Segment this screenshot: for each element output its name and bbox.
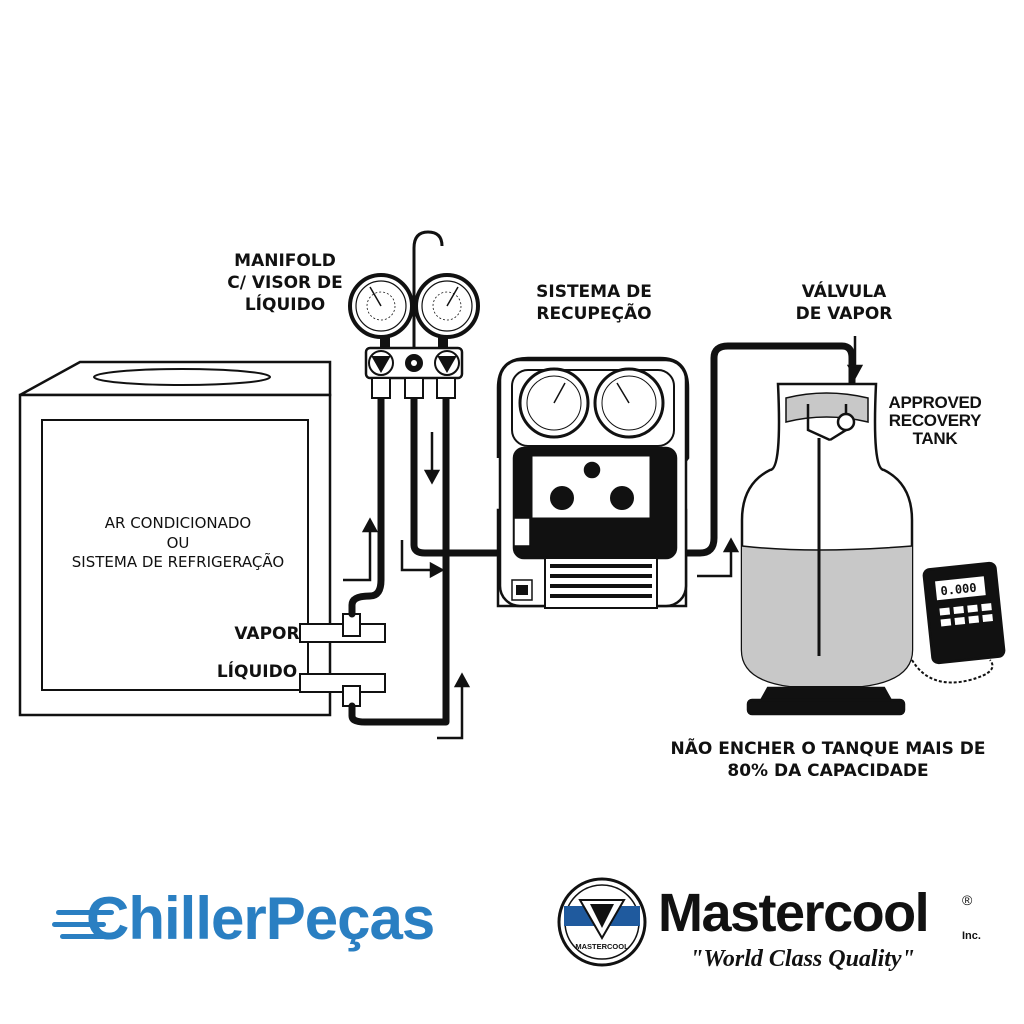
vapor-valve-label-line-2: DE VAPOR: [795, 304, 893, 325]
fill-warning-line-1: NÃO ENCHER O TANQUE MAIS DE: [670, 739, 986, 759]
logo-streak: [60, 934, 110, 939]
mastercool-badge-text: MASTERCOOL: [575, 942, 629, 951]
tank-label-line-2: RECOVERY: [888, 410, 982, 430]
flow-arrows: [343, 336, 864, 740]
recovery-system-label-line-2: RECUPEÇÃO: [536, 304, 652, 325]
recovery-system-label-line-1: SISTEMA DE: [536, 282, 652, 302]
manifold-label: MANIFOLD C/ VISOR DE LÍQUIDO: [222, 250, 348, 316]
tank-label-line-3: TANK: [912, 428, 958, 448]
charging-scale: [911, 561, 1006, 684]
scale-display: 0.000: [940, 581, 977, 599]
tank-label: APPROVED RECOVERY TANK: [878, 394, 992, 448]
fill-warning-line-2: 80% DA CAPACIDADE: [727, 761, 929, 782]
mastercool-inc: Inc.: [962, 930, 981, 942]
liquid-port-label: LÍQUIDO: [216, 662, 298, 682]
chiller-pecas-logo-text: ChillerPeças: [86, 885, 435, 952]
mastercool-badge: MASTERCOOL: [557, 877, 647, 967]
manifold-gauge-set: [348, 230, 480, 399]
unit-label-line-2: OU: [166, 533, 190, 552]
fill-warning: NÃO ENCHER O TANQUE MAIS DE 80% DA CAPAC…: [650, 738, 1006, 782]
recovery-tank: [740, 382, 914, 716]
unit-label-line-1: AR CONDICIONADO: [104, 514, 252, 532]
unit-label-line-3: SISTEMA DE REFRIGERAÇÃO: [71, 553, 285, 571]
unit-label: AR CONDICIONADO OU SISTEMA DE REFRIGERAÇ…: [52, 514, 304, 573]
vapor-valve-label-line-1: VÁLVULA: [801, 282, 887, 302]
vapor-valve-label: VÁLVULA DE VAPOR: [784, 281, 904, 325]
ac-unit: [18, 360, 332, 717]
mastercool-slogan: "World Class Quality": [690, 946, 915, 972]
registered-mark: ®: [962, 892, 973, 908]
manifold-label-line-1: MANIFOLD: [234, 251, 336, 271]
logo-streak: [52, 922, 106, 927]
recovery-system-label: SISTEMA DE RECUPEÇÃO: [524, 281, 664, 325]
manifold-label-line-2: C/ VISOR DE: [227, 273, 343, 294]
logo-streak: [56, 910, 114, 915]
recovery-machine: [496, 356, 690, 609]
liquid-level: [742, 546, 912, 686]
mastercool-wordmark: Mastercool: [658, 883, 930, 943]
vapor-port-fitting: [299, 613, 386, 643]
manifold-label-line-3: LÍQUIDO: [244, 295, 326, 316]
tank-label-line-1: APPROVED: [888, 393, 982, 412]
chiller-pecas-logo: ChillerPeças: [52, 885, 492, 968]
vapor-port-label: VAPOR: [234, 624, 300, 644]
